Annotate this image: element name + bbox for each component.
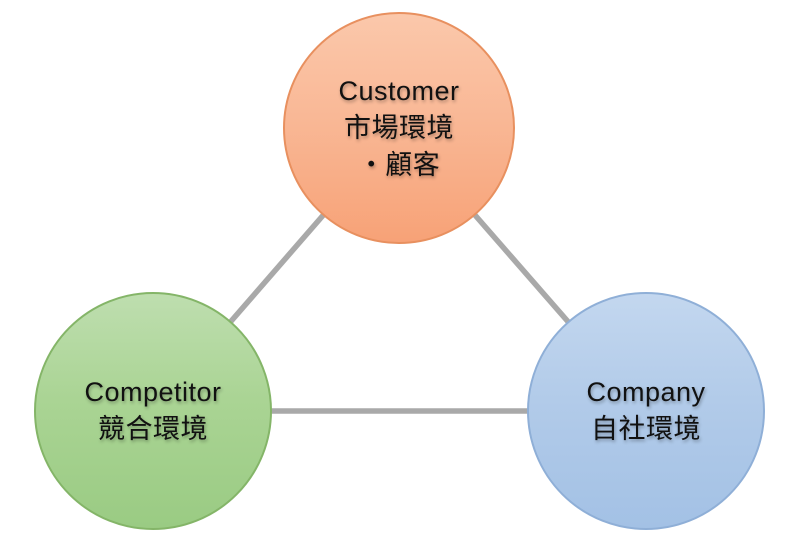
customer-label-ja-2: ・顧客 [357,149,441,180]
company-label-en: Company [586,377,706,407]
competitor-label-en: Competitor [84,377,222,407]
node-customer: Customer 市場環境 ・顧客 [283,12,515,244]
customer-label-ja-1: 市場環境 [344,112,454,143]
customer-label-en: Customer [338,75,460,106]
node-company: Company 自社環境 [527,292,765,530]
node-competitor: Competitor 競合環境 [34,292,272,530]
competitor-label-ja: 競合環境 [98,414,208,444]
company-label-ja: 自社環境 [591,414,701,444]
